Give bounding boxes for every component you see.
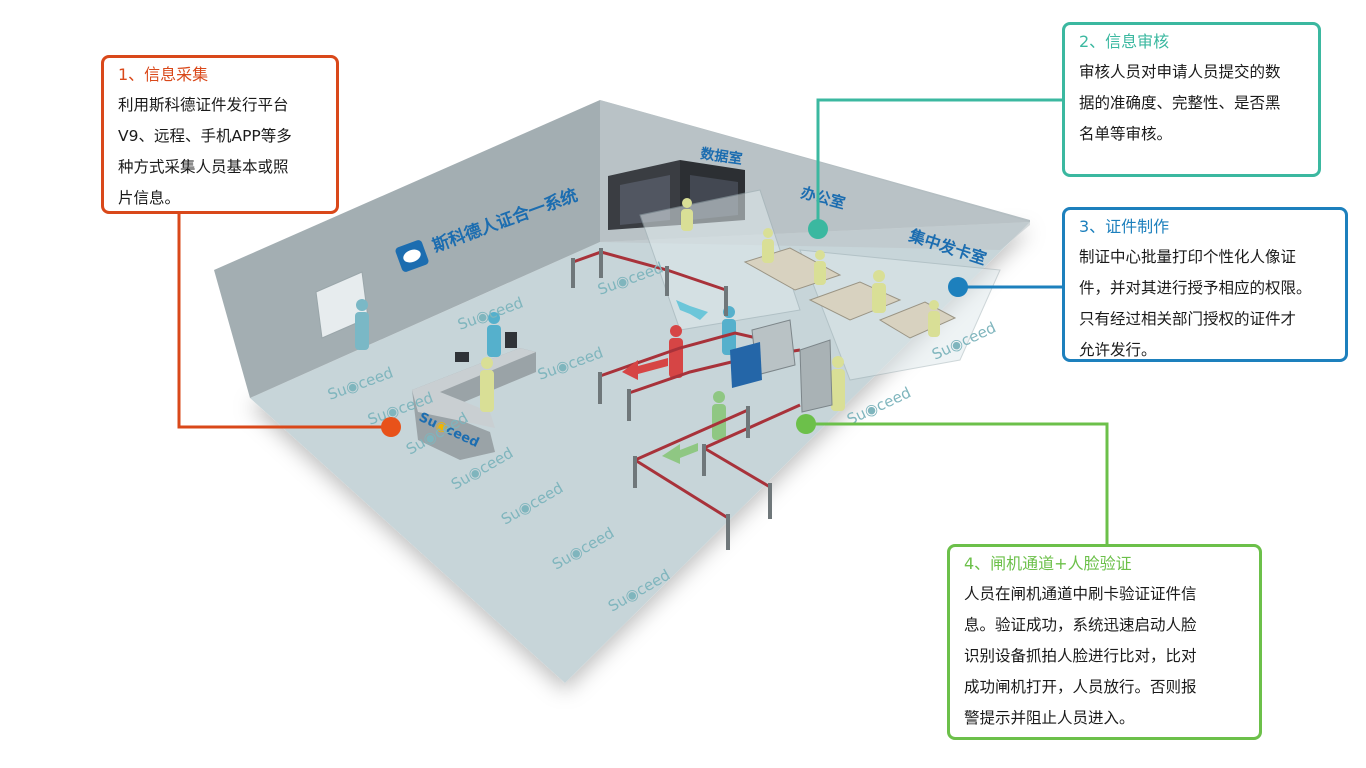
callout-body: 审核人员对申请人员提交的数 据的准确度、完整性、是否黑 名单等审核。 bbox=[1079, 57, 1304, 150]
callout-line: 成功闸机打开，人员放行。否则报 bbox=[964, 678, 1197, 696]
person-blue-2 bbox=[487, 312, 501, 357]
person-yellow-1 bbox=[480, 357, 494, 412]
person-yellow-5 bbox=[814, 250, 826, 285]
callout-gate-face-verification: 4、闸机通道+人脸验证 人员在闸机通道中刷卡验证证件信 息。验证成功，系统迅速启… bbox=[947, 544, 1262, 740]
person-green bbox=[712, 391, 726, 440]
arrow-cyan bbox=[676, 300, 708, 320]
callout-line: 识别设备抓拍人脸进行比对，比对 bbox=[964, 647, 1197, 665]
callout-line: 名单等审核。 bbox=[1079, 125, 1173, 143]
callout-card-production: 3、证件制作 制证中心批量打印个性化人像证 件，并对其进行授予相应的权限。 只有… bbox=[1062, 207, 1348, 362]
marker-3 bbox=[948, 277, 968, 297]
callout-title: 2、信息审核 bbox=[1079, 32, 1170, 51]
connector-1 bbox=[177, 214, 391, 429]
callout-line: 允许发行。 bbox=[1079, 341, 1157, 359]
callout-line: V9、远程、手机APP等多 bbox=[118, 127, 292, 145]
callout-body: 利用斯科德证件发行平台 V9、远程、手机APP等多 种方式采集人员基本或照 片信… bbox=[118, 90, 322, 214]
callout-title: 4、闸机通道+人脸验证 bbox=[964, 554, 1132, 573]
person-blue-1 bbox=[355, 299, 369, 350]
connector-2 bbox=[816, 98, 1062, 229]
callout-line: 人员在闸机通道中刷卡验证证件信 bbox=[964, 585, 1197, 603]
callout-title: 1、信息采集 bbox=[118, 65, 209, 84]
callout-line: 警提示并阻止人员进入。 bbox=[964, 709, 1135, 727]
barrier-posts bbox=[571, 248, 772, 550]
callout-line: 利用斯科德证件发行平台 bbox=[118, 96, 289, 114]
callout-line: 种方式采集人员基本或照 bbox=[118, 158, 289, 176]
callout-title: 3、证件制作 bbox=[1079, 217, 1170, 236]
callout-body: 人员在闸机通道中刷卡验证证件信 息。验证成功，系统迅速启动人脸 识别设备抓拍人脸… bbox=[964, 579, 1245, 734]
room-label-data: 数据室 bbox=[699, 145, 743, 168]
arrow-green bbox=[662, 443, 698, 464]
callout-info-collection: 1、信息采集 利用斯科德证件发行平台 V9、远程、手机APP等多 种方式采集人员… bbox=[101, 55, 339, 214]
person-yellow-6 bbox=[681, 198, 693, 231]
callout-line: 审核人员对申请人员提交的数 bbox=[1079, 63, 1281, 81]
marker-4 bbox=[796, 414, 816, 434]
callout-line: 件，并对其进行授予相应的权限。 bbox=[1079, 279, 1312, 297]
card-desk-2 bbox=[878, 301, 957, 339]
reception-counter: Su◉ceed bbox=[412, 332, 536, 460]
person-yellow-3 bbox=[872, 270, 886, 313]
callout-line: 制证中心批量打印个性化人像证 bbox=[1079, 248, 1297, 266]
turnstile-gates bbox=[730, 319, 833, 413]
person-yellow-4 bbox=[762, 228, 774, 263]
callout-line: 只有经过相关部门授权的证件才 bbox=[1079, 310, 1297, 328]
callout-line: 片信息。 bbox=[118, 189, 181, 207]
callout-info-review: 2、信息审核 审核人员对申请人员提交的数 据的准确度、完整性、是否黑 名单等审核… bbox=[1062, 22, 1321, 177]
marker-1 bbox=[381, 417, 401, 437]
person-yellow-2 bbox=[831, 356, 845, 411]
callout-body: 制证中心批量打印个性化人像证 件，并对其进行授予相应的权限。 只有经过相关部门授… bbox=[1079, 242, 1331, 366]
callout-line: 据的准确度、完整性、是否黑 bbox=[1079, 94, 1281, 112]
connector-4 bbox=[806, 422, 1109, 544]
callout-line: 息。验证成功，系统迅速启动人脸 bbox=[964, 616, 1197, 634]
marker-2 bbox=[808, 219, 828, 239]
arrow-red bbox=[622, 358, 668, 380]
person-yellow-7 bbox=[928, 300, 940, 337]
